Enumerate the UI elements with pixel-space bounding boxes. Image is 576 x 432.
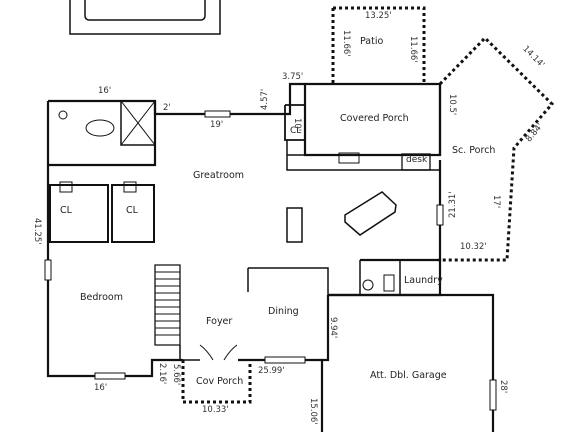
dim-garage-right: 28' [498, 380, 508, 394]
dim-left-wall: 41.25' [32, 218, 42, 245]
kitchen-counter [286, 140, 440, 171]
label-foyer: Foyer [206, 316, 233, 327]
dim-sc-mid: 21.31' [448, 191, 458, 218]
label-cl-right: CL [126, 205, 138, 216]
garage-west-wall [320, 295, 330, 432]
dim-front-wall: 25.99' [258, 366, 285, 376]
label-desk: desk [406, 155, 428, 165]
stairs [154, 264, 181, 346]
dim-garage-left: 15.06' [308, 398, 318, 425]
label-covered-porch: Covered Porch [340, 113, 409, 124]
dim-cov-porch-side: 5.66' [171, 364, 181, 386]
sc-porch-outline [438, 35, 555, 262]
closet-left [49, 184, 109, 243]
dim-foyer-jog: 2.16' [157, 363, 167, 385]
dim-sc-bottom: 10.32' [460, 242, 487, 252]
dim-closet-side: 10' [292, 118, 302, 132]
dim-right-jog: 4.57' [260, 88, 270, 110]
fridge [286, 207, 303, 243]
dim-left-jog: 2' [163, 103, 171, 113]
label-greatroom: Greatroom [193, 170, 245, 181]
dining-wall [247, 267, 329, 295]
cov-porch-outline [181, 360, 252, 404]
dim-top-wall: 19' [210, 120, 224, 130]
label-sc-porch: Sc. Porch [452, 145, 496, 156]
dim-bedroom-bottom: 16' [94, 383, 108, 393]
label-dining: Dining [268, 306, 299, 317]
dim-closet-top: 3.75' [282, 72, 304, 82]
garage-wall [328, 293, 495, 432]
patio-outline [333, 6, 426, 84]
dim-patio-right: 11.66' [408, 36, 418, 63]
dim-sc-left: 10.5' [447, 94, 457, 116]
dim-cov-porch-bottom: 10.33' [202, 405, 229, 415]
closet-right [111, 184, 155, 243]
dim-dining-side: 9.94' [328, 317, 338, 339]
shower-x [120, 100, 156, 146]
foyer-wall [179, 345, 200, 361]
label-cl-left: CL [60, 205, 72, 216]
dim-bath-top: 16' [98, 86, 112, 96]
desk [401, 153, 431, 171]
hot-tub-inner [84, 0, 206, 21]
closet-small [284, 104, 305, 141]
laundry-inner [359, 260, 401, 295]
label-garage: Att. Dbl. Garage [370, 370, 447, 381]
label-patio: Patio [360, 36, 384, 47]
label-cov-porch: Cov Porch [196, 376, 244, 387]
label-bedroom: Bedroom [80, 292, 123, 303]
dim-patio-left: 11.66' [341, 30, 351, 57]
kitchen-island [344, 191, 397, 236]
hot-tub [69, 0, 221, 35]
dim-patio-top: 13.25' [365, 11, 392, 21]
label-laundry: Laundry [404, 275, 443, 286]
exterior-wall-west [46, 101, 183, 378]
bath-wall [48, 101, 157, 167]
dim-sc-right: 17' [491, 195, 501, 209]
label-cl-small: CL [290, 126, 302, 136]
